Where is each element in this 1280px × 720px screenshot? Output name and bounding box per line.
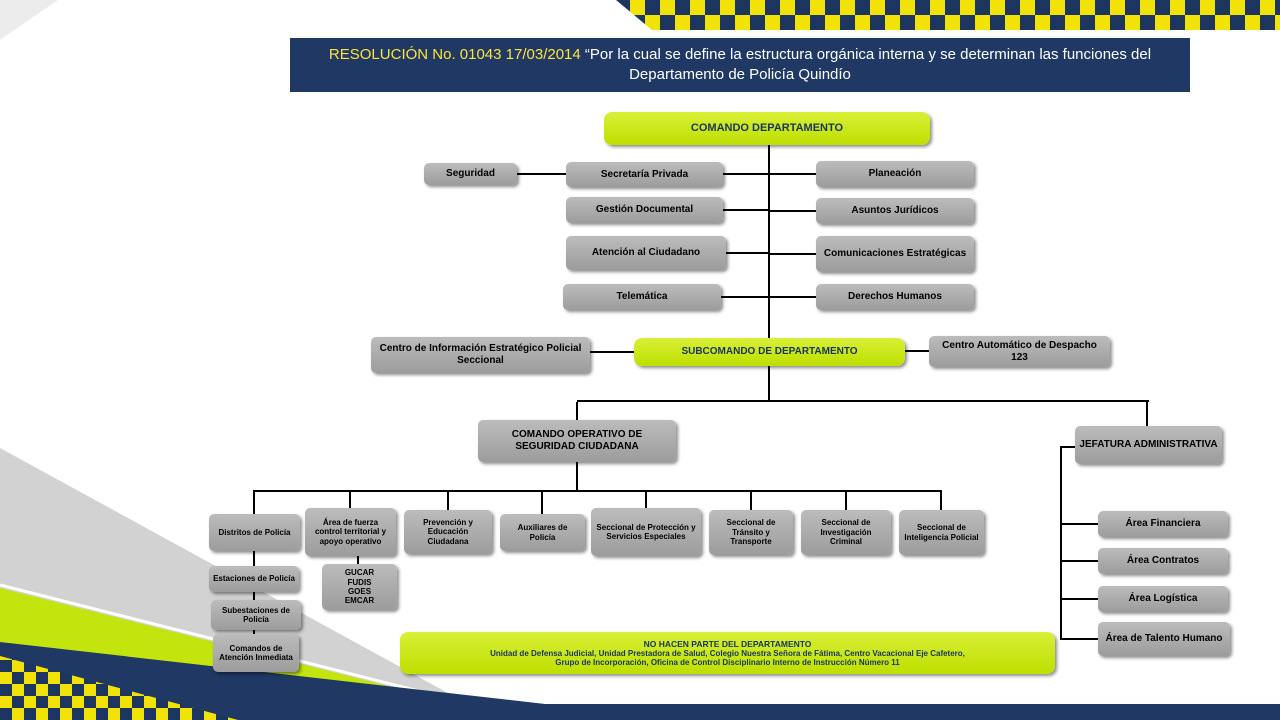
note-box: NO HACEN PARTE DEL DEPARTAMENTO Unidad d… (400, 632, 1055, 674)
org-box-planeacion: Planeación (816, 161, 974, 187)
org-box-comandos-atencion: Comandos de Atención Inmediata (213, 634, 299, 672)
top-left-triangle (0, 0, 58, 40)
org-box-area-financiera: Área Financiera (1098, 511, 1228, 537)
org-box-derechos-humanos: Derechos Humanos (816, 284, 974, 310)
org-box-centro-automatico-despacho: Centro Automático de Despacho 123 (929, 336, 1110, 367)
connector-line (1146, 402, 1148, 426)
org-box-seccional-investigacion: Seccional de Investigación Criminal (801, 510, 891, 555)
org-box-centro-informacion-estrategico: Centro de Información Estratégico Polici… (371, 337, 590, 373)
org-box-auxiliares-policia: Auxiliares de Policía (500, 514, 585, 551)
connector-line (357, 556, 359, 564)
note-line-1: Unidad de Defensa Judicial, Unidad Prest… (490, 649, 965, 658)
connector-line (1060, 446, 1062, 640)
org-box-area-talento-humano: Área de Talento Humano (1098, 622, 1230, 656)
connector-line (905, 350, 929, 352)
connector-line (541, 492, 543, 514)
org-box-comunicaciones-estrategicas: Comunicaciones Estratégicas (816, 236, 974, 272)
connector-line (349, 492, 351, 508)
org-box-subestaciones-policia: Subestaciones de Policía (211, 600, 301, 630)
connector-line (253, 630, 255, 636)
org-box-atencion-ciudadano: Atención al Ciudadano (566, 236, 726, 270)
connector-line (768, 144, 770, 340)
banner-resolution-number: RESOLUCIÓN No. 01043 17/03/2014 (328, 45, 581, 63)
org-box-area-contratos: Área Contratos (1098, 548, 1228, 574)
connector-line (770, 173, 816, 175)
org-box-asuntos-juridicos: Asuntos Jurídicos (816, 198, 974, 224)
checkerboard-top (616, 0, 1280, 30)
connector-line (770, 210, 816, 212)
connector-line (253, 492, 255, 514)
connector-line (750, 492, 752, 510)
org-box-seccional-proteccion: Seccional de Protección y Servicios Espe… (591, 508, 701, 556)
connector-line (722, 209, 768, 211)
connector-line (577, 400, 1149, 402)
connector-line (722, 173, 768, 175)
connector-line (1060, 598, 1098, 600)
org-box-distritos-policia: Distritos de Policía (209, 514, 300, 551)
note-line-2: Grupo de Incorporación, Oficina de Contr… (555, 658, 900, 667)
connector-line (768, 366, 770, 402)
note-title: NO HACEN PARTE DEL DEPARTAMENTO (643, 639, 812, 649)
connector-line (590, 351, 634, 353)
connector-line (447, 492, 449, 510)
connector-line (940, 492, 942, 510)
org-box-subcomando: SUBCOMANDO DE DEPARTAMENTO (634, 338, 905, 366)
checkerboard-corner (0, 656, 238, 720)
connector-line (1060, 560, 1098, 562)
connector-line (725, 252, 768, 254)
org-box-estaciones-policia: Estaciones de Policía (209, 566, 299, 592)
connector-line (845, 492, 847, 510)
org-box-gucar-fudis-goes-emcar: GUCAR FUDIS GOES EMCAR (322, 564, 397, 610)
connector-line (576, 402, 578, 420)
footer-bar (0, 704, 1280, 720)
connector-line (720, 296, 768, 298)
connector-line (1060, 638, 1098, 640)
org-box-area-logistica: Área Logística (1098, 586, 1228, 612)
connector-line (253, 490, 942, 492)
connector-line (1060, 523, 1098, 525)
org-box-area-fuerza: Área de fuerza control territorial y apo… (305, 508, 396, 556)
connector-line (576, 462, 578, 490)
connector-line (1060, 446, 1076, 448)
org-box-seguridad: Seguridad (424, 163, 517, 185)
title-banner: RESOLUCIÓN No. 01043 17/03/2014 “Por la … (290, 38, 1190, 92)
org-box-jefatura-administrativa: JEFATURA ADMINISTRATIVA (1075, 426, 1222, 464)
org-box-comando-departamento: COMANDO DEPARTAMENTO (604, 112, 930, 145)
org-box-seccional-inteligencia: Seccional de Inteligencia Policial (899, 510, 984, 555)
org-box-gestion-documental: Gestión Documental (566, 197, 723, 223)
org-box-prevencion-educacion: Prevención y Educación Ciudadana (404, 510, 492, 554)
org-box-comando-operativo: COMANDO OPERATIVO DE SEGURIDAD CIUDADANA (478, 420, 676, 462)
connector-line (770, 253, 816, 255)
connector-line (253, 550, 255, 566)
connector-line (770, 296, 816, 298)
banner-text-wrap: RESOLUCIÓN No. 01043 17/03/2014 “Por la … (318, 45, 1162, 86)
org-box-seccional-transito: Seccional de Tránsito y Transporte (709, 510, 793, 555)
org-box-secretaria-privada: Secretaría Privada (566, 162, 723, 187)
org-box-telematica: Telemática (563, 284, 721, 310)
banner-text: “Por la cual se define la estructura org… (580, 45, 1152, 83)
connector-line (253, 592, 255, 600)
connector-line (645, 492, 647, 508)
connector-line (517, 173, 566, 175)
